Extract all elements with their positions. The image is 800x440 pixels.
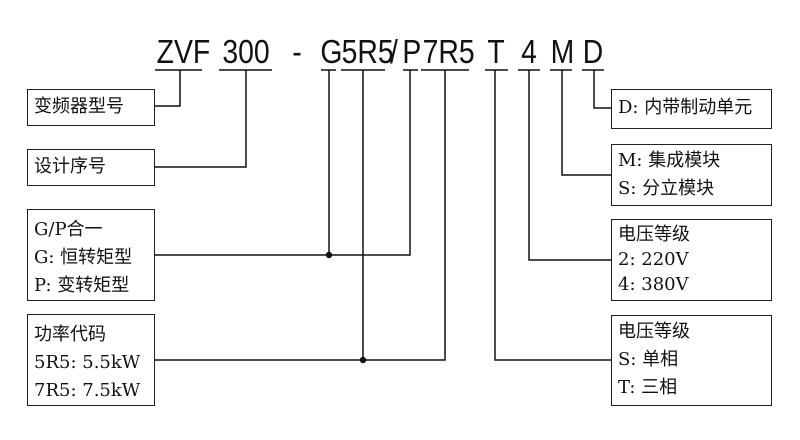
box-line: G: 恒转矩型: [34, 247, 133, 268]
box-inverter-model: 变频器型号: [27, 89, 155, 126]
wire-t: [494, 70, 611, 361]
box-module-type: M: 集成模块 S: 分立模块: [611, 144, 772, 206]
code-zvf: ZVF: [156, 33, 211, 70]
code-slash: /: [390, 33, 398, 70]
code-5r5: 5R5: [341, 33, 394, 70]
junction-dot-power: [359, 356, 367, 364]
box-line: 变频器型号: [34, 96, 124, 117]
box-line: 电压等级: [618, 321, 690, 342]
code-dash: -: [292, 33, 302, 70]
box-line: M: 集成模块: [618, 150, 721, 171]
box-line: S: 分立模块: [618, 178, 715, 199]
junction-dot-gp: [325, 251, 333, 259]
box-line: 设计序号: [34, 156, 106, 177]
box-braking-unit: D: 内带制动单元: [611, 89, 772, 129]
code-300: 300: [222, 33, 270, 70]
box-line: P: 变转矩型: [34, 275, 130, 296]
code-p: P: [402, 33, 422, 70]
code-4: 4: [521, 33, 537, 70]
code-m: M: [550, 33, 575, 70]
box-voltage-level: 电压等级 2: 220V 4: 380V: [611, 219, 772, 301]
box-line: S: 单相: [618, 349, 679, 370]
code-t: T: [487, 33, 505, 70]
box-line: 7R5: 7.5kW: [34, 380, 141, 401]
box-phase: 电压等级 S: 单相 T: 三相: [611, 315, 772, 406]
wire-7r5: [154, 70, 446, 361]
code-g: G: [320, 33, 343, 70]
wire-p: [154, 70, 411, 256]
box-line: 电压等级: [618, 224, 690, 245]
box-line: 功率代码: [34, 324, 106, 345]
code-d: D: [582, 33, 604, 70]
box-power-code: 功率代码 5R5: 5.5kW 7R5: 7.5kW: [27, 314, 155, 406]
box-line: 4: 380V: [618, 274, 689, 295]
box-line: D: 内带制动单元: [618, 97, 753, 118]
wire-4: [528, 70, 611, 261]
box-gp-combined: G/P合一 G: 恒转矩型 P: 变转矩型: [27, 209, 155, 301]
box-line: G/P合一: [34, 219, 103, 240]
box-design-serial: 设计序号: [27, 149, 155, 186]
box-line: T: 三相: [618, 377, 678, 398]
code-7r5: 7R5: [422, 33, 475, 70]
box-line: 5R5: 5.5kW: [34, 352, 141, 373]
wire-m: [561, 70, 611, 176]
wire-zvf: [154, 70, 181, 107]
wire-300: [154, 70, 247, 168]
box-line: 2: 220V: [618, 249, 689, 270]
wire-d: [593, 70, 611, 109]
